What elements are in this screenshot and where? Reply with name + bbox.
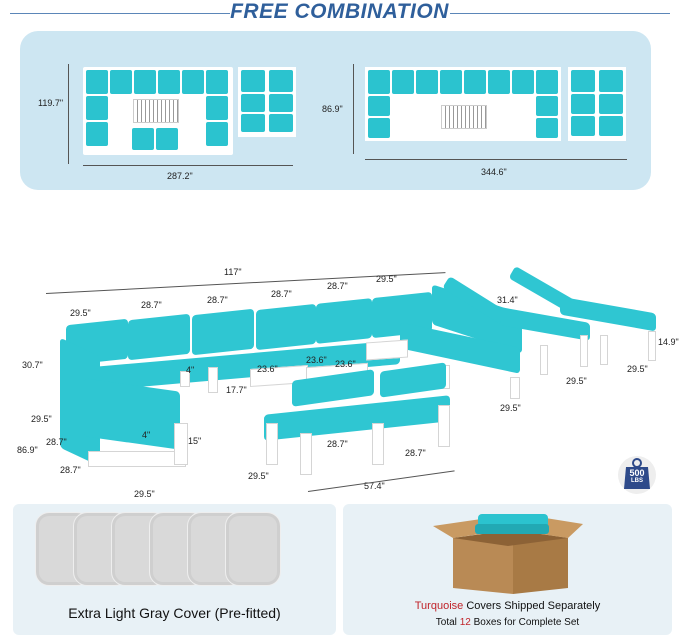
gray-cover-panel: Extra Light Gray Cover (Pre-fitted) [13, 504, 336, 635]
gray-cushion [225, 512, 281, 586]
lounger-height-label: 31.4" [497, 295, 518, 305]
left-d2-label: 28.7" [46, 437, 67, 447]
table-w3-label: 23.6" [335, 359, 356, 369]
loveseat-w1-label: 28.7" [327, 439, 348, 449]
left-d1-label: 29.5" [31, 414, 52, 424]
right-height-label: 86.9" [322, 104, 343, 114]
arm-gap-label: 4" [186, 365, 195, 375]
left-width-label: 287.2" [167, 171, 193, 181]
right-height-line [353, 64, 354, 154]
badge-value: 500 [629, 468, 645, 478]
left-d3-label: 28.7" [60, 465, 81, 475]
lounger-w2-label: 29.5" [627, 364, 648, 374]
title-rule-left [10, 13, 230, 14]
weight-icon [618, 456, 656, 494]
box-count-number: 12 [459, 617, 471, 628]
seg4-label: 28.7" [271, 289, 292, 299]
seg5-label: 28.7" [327, 281, 348, 291]
right-layout [365, 67, 561, 141]
table-w1-label: 23.6" [257, 364, 278, 374]
shipping-caption: Turquoise Covers Shipped Separately [343, 600, 672, 612]
seg6-label: 29.5" [376, 274, 397, 284]
left-total-label: 86.9" [17, 445, 38, 455]
overall-label: 117" [224, 267, 242, 277]
side-height-label: 14.9" [658, 337, 679, 347]
left-loungers [238, 67, 296, 137]
shipping-panel: Turquoise Covers Shipped Separately Tota… [343, 504, 672, 635]
loveseat-total-label: 57.4" [364, 481, 385, 491]
weight-capacity-badge: 500 LBS [617, 451, 657, 497]
left-layout [83, 67, 233, 155]
table-3 [366, 339, 408, 361]
combination-panel: 119.7" 287.2" 86.9" [20, 31, 651, 190]
bottom-width-label: 29.5" [134, 489, 155, 499]
turquoise-word: Turquoise [414, 600, 464, 612]
seg3-label: 28.7" [207, 295, 228, 305]
chaise-width-label: 29.5" [500, 403, 521, 413]
title-rule-right [450, 13, 670, 14]
header: FREE COMBINATION [0, 0, 679, 26]
arm-gap2-label: 4" [142, 430, 151, 440]
sofa-illustration: 117" 29.5" 28.7" 28.7" 28.7" 28.7" 29.5"… [0, 255, 679, 500]
shipping-caption-rest: Covers Shipped Separately [463, 600, 601, 612]
box-count-suffix: Boxes for Complete Set [470, 617, 580, 628]
badge-unit: LBS [631, 478, 643, 484]
left-height-line [68, 64, 69, 164]
left-height-label: 119.7" [38, 98, 64, 108]
loveseat-w2-label: 28.7" [405, 448, 426, 458]
right-loungers [568, 67, 626, 141]
box-count-caption: Total 12 Boxes for Complete Set [343, 617, 672, 628]
loveseat-depth-label: 29.5" [248, 471, 269, 481]
cardboard-box-icon [433, 514, 583, 594]
seg2-label: 28.7" [141, 300, 162, 310]
box-count-prefix: Total [435, 617, 460, 628]
lounger-w1-label: 29.5" [566, 376, 587, 386]
back-height-label: 30.7" [22, 360, 43, 370]
left-width-line [83, 165, 293, 166]
table-w2-label: 23.6" [306, 355, 327, 365]
box-illustration [433, 508, 583, 594]
right-width-line [365, 159, 627, 160]
page-title: FREE COMBINATION [230, 0, 449, 23]
seat-height-label: 15" [188, 436, 202, 446]
seg1-label: 29.5" [70, 308, 91, 318]
right-width-label: 344.6" [481, 167, 507, 177]
table-height-label: 17.7" [226, 385, 247, 395]
gray-cover-caption: Extra Light Gray Cover (Pre-fitted) [68, 605, 281, 621]
